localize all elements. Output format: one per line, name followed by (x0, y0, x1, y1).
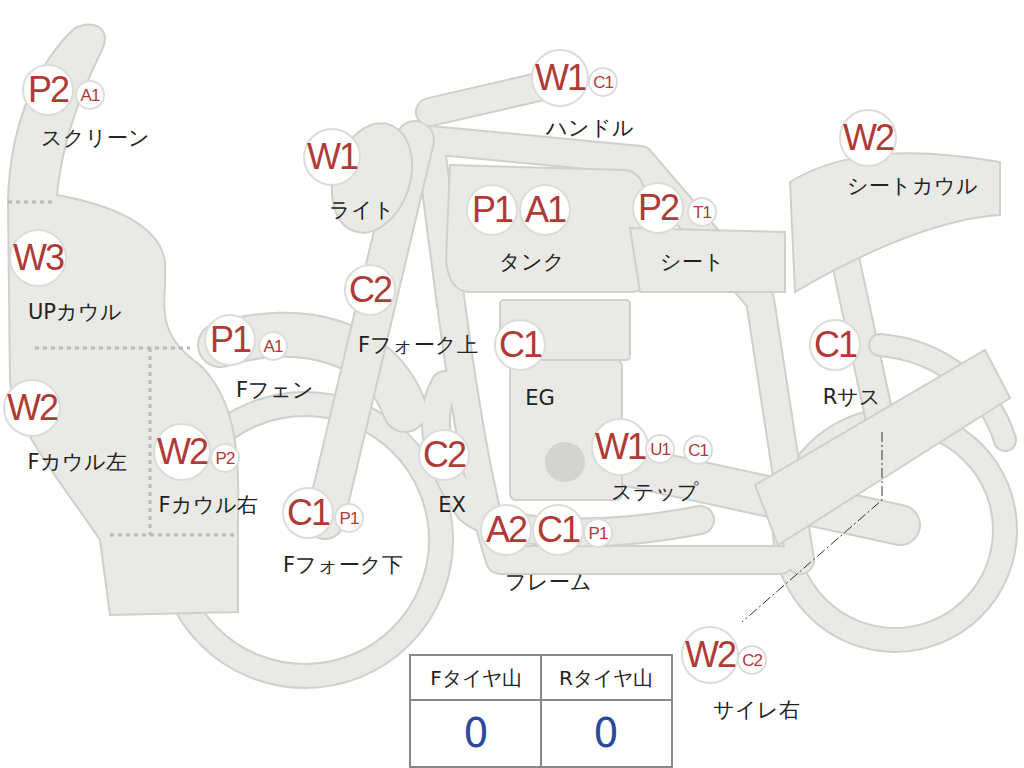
part-name: Fカウル右 (158, 495, 257, 516)
damage-code-circle: C1 (494, 319, 546, 371)
tread-table (410, 655, 672, 767)
part-name: サイレ右 (713, 700, 800, 721)
damage-code-circle: P1 (466, 184, 518, 236)
damage-code: A1 (81, 87, 100, 104)
damage-code-circle: P1 (583, 518, 613, 548)
damage-code-circle: W1 (303, 128, 361, 186)
damage-code: P2 (28, 72, 68, 108)
damage-code: C2 (423, 437, 465, 473)
part-name: ハンドル (546, 118, 634, 139)
damage-code: W2 (685, 637, 735, 673)
damage-code: W1 (535, 60, 585, 96)
damage-code: P1 (472, 192, 512, 228)
damage-code: C2 (742, 652, 762, 669)
damage-code-circle: W1 (591, 418, 649, 476)
damage-code-circle: T1 (687, 197, 717, 227)
damage-code-circle: A1 (75, 80, 105, 110)
damage-code-circle: W1 (531, 49, 589, 107)
damage-code-circle: W2 (3, 379, 61, 437)
damage-code-circle: W3 (9, 229, 67, 287)
damage-code: C1 (814, 327, 856, 363)
damage-code: W2 (843, 120, 893, 156)
damage-code-circle: C2 (344, 264, 396, 316)
damage-code: P2 (216, 450, 235, 467)
damage-code-circle: C1 (588, 67, 618, 97)
part-name: Fカウル左 (27, 452, 126, 473)
part-name: Fフォーク下 (283, 555, 403, 576)
table-value: 0 (593, 713, 618, 753)
damage-code-circle: C2 (737, 645, 767, 675)
damage-code-circle: W2 (681, 626, 739, 684)
part-name: EX (438, 495, 466, 516)
muffler (755, 350, 1010, 545)
damage-code-circle: P2 (22, 64, 74, 116)
damage-code-circle: C1 (282, 487, 334, 539)
part-name: フレーム (505, 572, 592, 593)
damage-code: C1 (537, 512, 579, 548)
damage-code: A1 (525, 192, 565, 228)
table-value: 0 (463, 713, 488, 753)
damage-code-circle: A1 (258, 331, 288, 361)
damage-code: W2 (157, 434, 207, 470)
damage-code-circle: C1 (532, 504, 584, 556)
damage-code-circle: P1 (334, 503, 364, 533)
damage-code: P1 (210, 322, 250, 358)
table-header: Rタイヤ山 (559, 668, 653, 688)
damage-code: C1 (499, 327, 541, 363)
damage-code: W2 (7, 390, 57, 426)
part-name: スクリーン (41, 128, 150, 149)
damage-code: P2 (638, 190, 678, 226)
part-name: ライト (329, 200, 395, 221)
damage-code: P1 (589, 525, 608, 542)
damage-code: A1 (264, 338, 283, 355)
damage-code: W3 (13, 240, 63, 276)
part-name: Fフェン (236, 380, 314, 401)
front-cowl (8, 24, 238, 615)
part-name: シート (660, 252, 725, 273)
damage-code-circle: P1 (204, 314, 256, 366)
part-name: Fフォーク上 (358, 335, 478, 356)
leader-line (742, 432, 882, 622)
damage-code-circle: C1 (683, 435, 713, 465)
damage-code-circle: P2 (210, 443, 240, 473)
part-name: シートカウル (847, 176, 978, 197)
damage-code-circle: A1 (519, 184, 571, 236)
damage-code-circle: P2 (632, 182, 684, 234)
damage-code: A2 (486, 512, 526, 548)
part-name: タンク (499, 252, 565, 273)
damage-code-circle: A2 (480, 504, 532, 556)
table-header: Fタイヤ山 (430, 668, 522, 688)
damage-code: C1 (287, 495, 329, 531)
damage-code: C1 (593, 74, 613, 91)
damage-code: C2 (349, 272, 391, 308)
damage-code-circle: C1 (809, 319, 861, 371)
part-name: ステップ (611, 482, 699, 503)
damage-code: T1 (693, 204, 711, 221)
damage-code-circle: W2 (839, 109, 897, 167)
damage-code: U1 (650, 441, 670, 458)
damage-code-circle: W2 (153, 423, 211, 481)
damage-code-circle: C2 (418, 429, 470, 481)
part-name: UPカウル (28, 302, 122, 323)
damage-code: W1 (595, 429, 645, 465)
damage-code: W1 (307, 139, 357, 175)
damage-code: P1 (340, 510, 359, 527)
damage-code: C1 (688, 442, 708, 459)
part-name: EG (525, 388, 555, 409)
damage-code-circle: U1 (645, 434, 675, 464)
part-name: Rサス (823, 387, 882, 408)
